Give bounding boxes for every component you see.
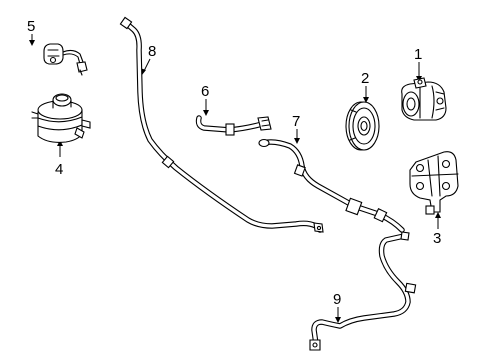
- callout-7: 7: [292, 113, 300, 144]
- callout-9-label: 9: [333, 291, 341, 308]
- callout-1-label: 1: [414, 46, 422, 63]
- return-hose: [258, 138, 405, 233]
- pressure-switch-connector: [43, 43, 88, 76]
- callout-8: 8: [140, 43, 156, 75]
- pressure-line: [119, 16, 324, 233]
- callout-1: 1: [414, 46, 422, 82]
- callout-6: 6: [201, 83, 209, 116]
- callout-5: 5: [27, 18, 35, 46]
- callout-4: 4: [55, 140, 63, 178]
- callout-7-label: 7: [292, 113, 300, 130]
- callout-8-label: 8: [148, 43, 156, 60]
- callout-2-label: 2: [361, 70, 369, 87]
- callout-3-label: 3: [433, 230, 441, 247]
- callout-2: 2: [361, 70, 369, 103]
- callout-3: 3: [433, 212, 441, 247]
- power-steering-pump: [401, 77, 447, 121]
- callout-9: 9: [333, 291, 341, 323]
- return-hose-short: [195, 115, 272, 136]
- callout-5-label: 5: [27, 18, 35, 35]
- pump-bracket: [409, 151, 459, 215]
- reservoir: [31, 93, 91, 143]
- lower-hose: [309, 231, 417, 351]
- pulley: [345, 101, 380, 151]
- callout-4-label: 4: [55, 161, 63, 178]
- callout-6-label: 6: [201, 83, 209, 100]
